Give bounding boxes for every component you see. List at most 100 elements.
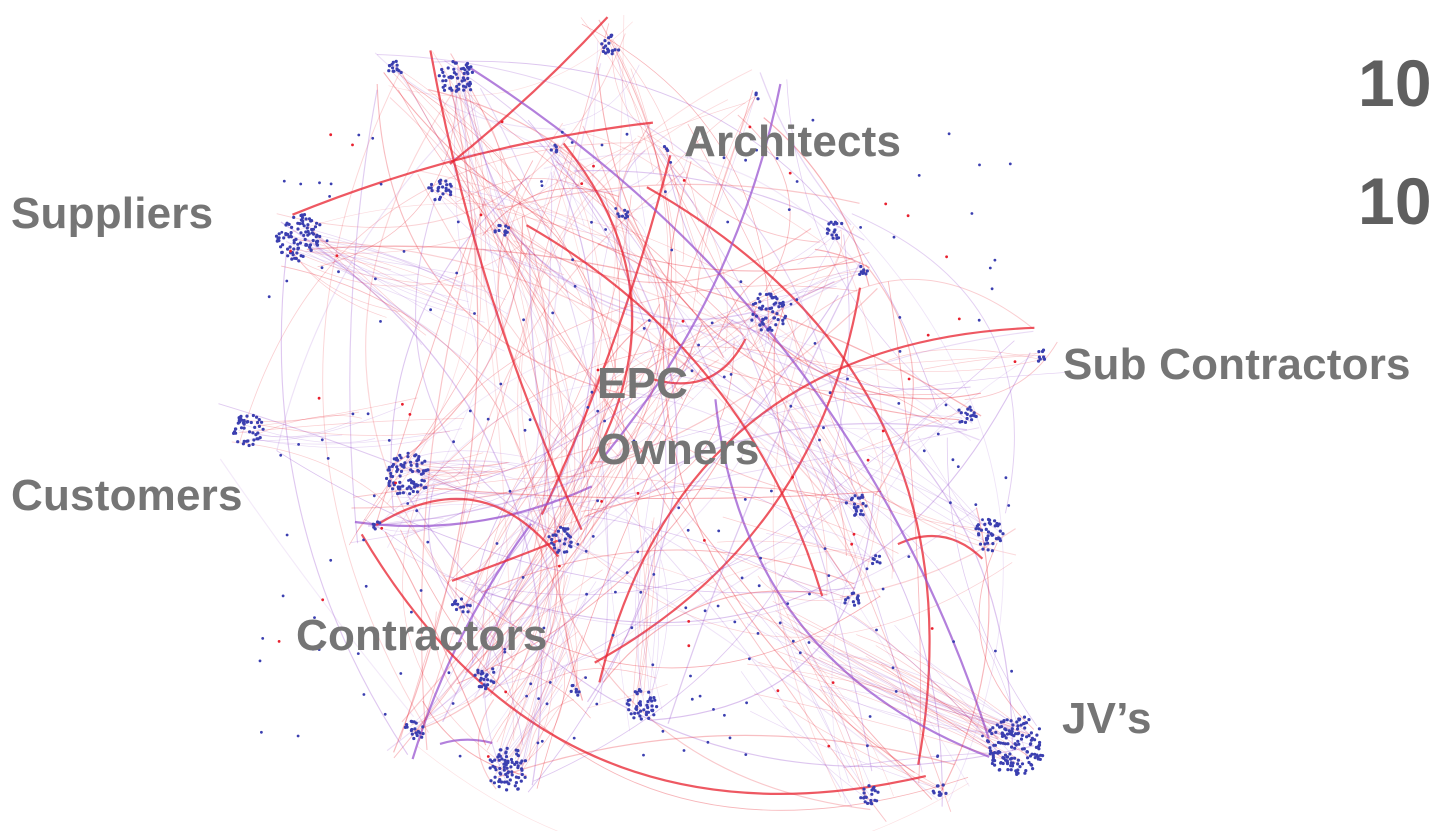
graph-node [774,301,778,305]
graph-node [754,93,758,97]
graph-node [565,527,569,531]
graph-node [379,320,382,323]
graph-edge [575,359,720,533]
graph-node [636,711,640,715]
graph-node [387,465,391,469]
graph-node [991,758,995,763]
graph-node [251,413,255,418]
graph-edge [441,98,694,400]
graph-node [964,411,967,415]
graph-node [258,436,262,440]
graph-fan-edge [467,79,503,272]
graph-edge [401,529,556,723]
graph-node [478,684,482,688]
graph-fan-edge [894,624,1020,763]
graph-node [755,148,758,152]
graph-node [252,438,256,442]
graph-fan-edge [478,495,581,682]
graph-node [859,796,863,800]
graph-node [1010,745,1014,749]
graph-edge [773,332,855,591]
graph-node [617,48,621,52]
graph-node [570,141,574,144]
graph-fan-edge [766,532,879,560]
graph-edge [520,99,729,543]
graph-node [786,602,790,605]
graph-fan-edge [314,235,479,317]
graph-node [297,443,300,446]
graph-fan-edge [485,500,608,672]
graph-node [413,727,417,731]
graph-fan-edge [553,152,611,217]
graph-node [315,239,320,243]
graph-edge [389,97,576,743]
graph-node [426,540,430,544]
graph-node [748,657,751,661]
graph-node [379,182,383,186]
graph-node [505,746,509,751]
graph-node [1026,756,1030,760]
graph-node [444,186,448,190]
graph-fan-edge [285,235,474,295]
graph-edge [598,326,1035,683]
graph-node [907,555,911,558]
graph-fan-edge [442,182,555,230]
graph-fan-edge [495,635,583,775]
graph-node [1016,724,1020,728]
graph-node [665,147,669,151]
graph-node [1001,741,1005,745]
graph-node [473,673,477,677]
graph-node [617,214,621,218]
graph-node [1004,476,1008,480]
graph-node [389,471,393,476]
graph-node [759,328,763,332]
graph-node [1029,742,1033,746]
graph-node [585,592,588,596]
graph-node [523,775,527,780]
graph-fan-edge [500,661,570,760]
graph-node [637,689,641,693]
graph-node [406,455,410,459]
graph-node [662,145,667,149]
graph-node [1022,715,1027,719]
graph-node [454,89,458,93]
graph-fan-edge [305,250,457,274]
graph-fan-edge [790,415,852,506]
graph-node [576,693,580,697]
graph-edge [276,33,626,228]
graph-node [274,234,279,238]
graph-node [1001,532,1005,536]
graph-node [486,678,490,682]
graph-node [520,768,524,772]
graph-node [1023,771,1027,775]
graph-node [1017,742,1021,746]
graph-fan-edge [312,244,439,337]
graph-node [1010,764,1015,768]
graph-node [1024,769,1028,773]
graph-node [415,733,419,738]
graph-fan-edge [375,503,503,523]
graph-node [1034,745,1038,750]
graph-edge [374,219,477,527]
graph-fan-edge [418,466,492,494]
graph-node [876,790,880,794]
graph-node [781,318,785,322]
graph-edge [616,400,663,713]
graph-node [636,550,640,554]
graph-node [789,302,793,306]
graph-fan-edge [411,464,501,489]
graph-node [600,500,603,503]
graph-fan-edge [411,631,579,726]
graph-fan-edge [820,687,945,790]
graph-node [1038,740,1042,745]
graph-fan-edge [520,675,586,769]
customers-label: Customers [11,471,243,520]
graph-node [682,749,686,752]
graph-edge [482,339,695,661]
graph-fan-edge [285,240,485,323]
graph-node [756,632,760,635]
graph-fan-edge [494,666,564,771]
graph-node [944,403,948,407]
graph-node [604,51,608,55]
graph-node [489,779,493,783]
